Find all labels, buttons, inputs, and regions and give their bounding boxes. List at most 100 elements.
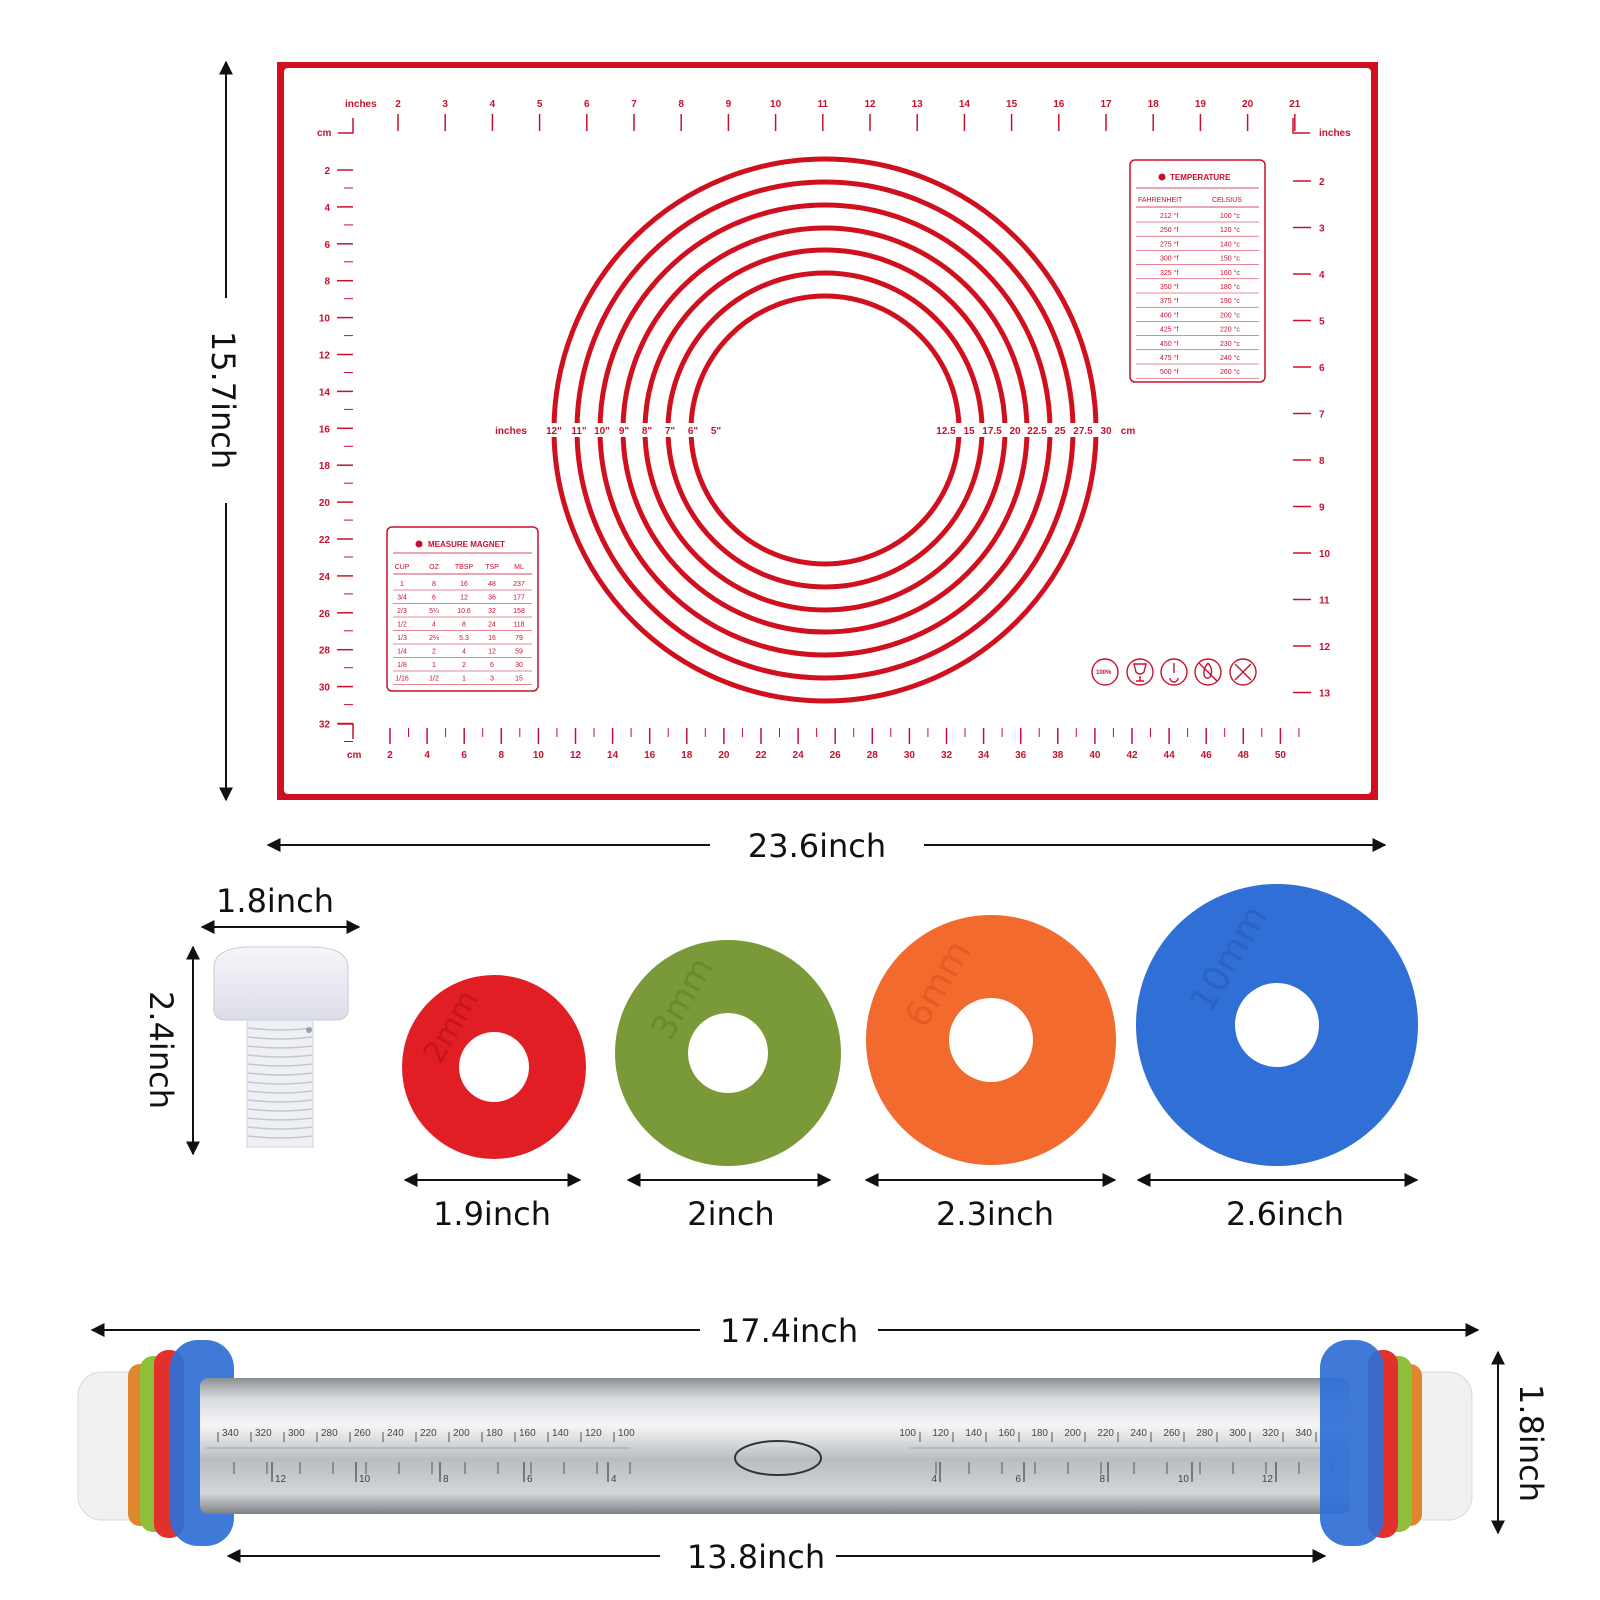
measure-cell: 1/2 xyxy=(429,676,439,683)
measure-cell: 32 xyxy=(488,608,496,615)
certification-icons: 100% xyxy=(1091,658,1257,686)
temp-celsius: 180 °c xyxy=(1220,283,1240,291)
thread-line xyxy=(247,1063,313,1067)
measure-cell: 16 xyxy=(488,635,496,642)
knob-head xyxy=(213,946,349,1021)
temp-celsius: 240 °c xyxy=(1220,354,1240,362)
temp-fahrenheit: 425 °f xyxy=(1160,326,1178,334)
measure-cell: 2/3 xyxy=(397,608,407,615)
svg-text:100%: 100% xyxy=(1096,670,1112,676)
measure-cell: 12 xyxy=(460,595,468,602)
circle-inch-label: 12" xyxy=(546,426,562,437)
bottom-ruler-label: 24 xyxy=(793,750,805,761)
right-ruler-label: 12 xyxy=(1319,642,1331,653)
pin-inch-label: 6 xyxy=(1015,1474,1021,1485)
mat-bottom-unit: cm xyxy=(347,750,362,761)
thread-line xyxy=(247,1135,313,1139)
mat-right-unit: inches xyxy=(1319,128,1351,139)
pin-mm-label: 200 xyxy=(453,1428,470,1439)
measure-cell: 8 xyxy=(462,622,466,629)
temp-fahrenheit: 450 °f xyxy=(1160,340,1178,348)
pin-mm-label: 220 xyxy=(1097,1428,1114,1439)
bottom-ruler-label: 44 xyxy=(1164,750,1176,761)
mat-left-unit: cm xyxy=(317,128,332,139)
ring-6mm-size: 2.3inch xyxy=(936,1195,1054,1233)
pin-center-logo xyxy=(734,1440,822,1476)
ring-10mm: 10mm 2.6inch xyxy=(1136,884,1419,1233)
temp-header-f: FAHRENHEIT xyxy=(1138,197,1183,204)
measure-header: CUP xyxy=(395,564,410,571)
top-ruler-label: 7 xyxy=(631,99,637,110)
temp-celsius: 200 °c xyxy=(1220,311,1240,319)
temp-fahrenheit: 375 °f xyxy=(1160,297,1178,305)
measure-cell: 3 xyxy=(490,676,494,683)
bottom-ruler-label: 28 xyxy=(867,750,879,761)
pin-inch-label: 4 xyxy=(931,1474,937,1485)
measure-cell: 1/16 xyxy=(395,676,409,683)
measure-cell: 30 xyxy=(515,662,523,669)
pin-mm-label: 140 xyxy=(965,1428,982,1439)
right-ruler-label: 7 xyxy=(1319,410,1325,421)
pin-mm-label: 100 xyxy=(618,1428,635,1439)
top-ruler-label: 14 xyxy=(959,99,971,110)
pin-mm-label: 240 xyxy=(1130,1428,1147,1439)
bottom-ruler-label: 20 xyxy=(718,750,730,761)
measure-cell: 8 xyxy=(432,581,436,588)
bottom-ruler-label: 34 xyxy=(978,750,990,761)
right-ruler-label: 2 xyxy=(1319,177,1325,188)
temp-celsius: 220 °c xyxy=(1220,326,1240,334)
measure-cell: 12 xyxy=(488,649,496,656)
measure-cell: 59 xyxy=(515,649,523,656)
bottom-ruler-label: 10 xyxy=(533,750,545,761)
pin-total-length-label: 17.4inch xyxy=(720,1312,858,1350)
no-knife-icon xyxy=(1229,658,1257,686)
right-ruler-label: 10 xyxy=(1319,549,1331,560)
measure-cell: 1/8 xyxy=(397,662,407,669)
ring-6mm: 6mm 2.3inch xyxy=(864,915,1117,1233)
thread-line xyxy=(247,1099,313,1103)
circle-inch-label: 11" xyxy=(571,426,587,437)
temp-celsius: 260 °c xyxy=(1220,368,1240,376)
left-ruler-label: 4 xyxy=(324,203,330,214)
measure-cell: 1 xyxy=(462,676,466,683)
ring-10mm-size: 2.6inch xyxy=(1226,1195,1344,1233)
top-ruler-label: 3 xyxy=(442,99,448,110)
bottom-ruler-label: 16 xyxy=(644,750,656,761)
right-ruler-label: 11 xyxy=(1319,596,1330,607)
measure-cell: 4 xyxy=(432,622,436,629)
left-ruler-label: 30 xyxy=(319,683,331,694)
temperature-bullet-icon xyxy=(1158,173,1166,181)
temp-celsius: 190 °c xyxy=(1220,297,1240,305)
top-ruler-label: 16 xyxy=(1053,99,1065,110)
pin-mm-label: 260 xyxy=(1163,1428,1180,1439)
ring-3mm-hole xyxy=(688,1013,768,1093)
pin-mm-label: 300 xyxy=(288,1428,305,1439)
top-ruler-label: 11 xyxy=(818,99,829,110)
circle-cm-label: 25 xyxy=(1054,426,1066,437)
temp-celsius: 230 °c xyxy=(1220,340,1240,348)
mat-top-unit: inches xyxy=(345,99,377,110)
knob-width-label: 1.8inch xyxy=(216,882,334,920)
temp-fahrenheit: 350 °f xyxy=(1160,283,1178,291)
pin-mm-label: 180 xyxy=(1031,1428,1048,1439)
right-ruler-label: 3 xyxy=(1319,224,1325,235)
bottom-ruler-label: 8 xyxy=(499,750,505,761)
ring-3mm: 3mm 2inch xyxy=(615,940,841,1233)
pin-mm-label: 120 xyxy=(932,1428,949,1439)
measure-cell: 3/4 xyxy=(397,595,407,602)
left-ruler-label: 22 xyxy=(319,535,331,546)
left-ruler-label: 14 xyxy=(319,387,331,398)
temp-fahrenheit: 500 °f xyxy=(1160,368,1178,376)
left-ruler-label: 10 xyxy=(319,314,331,325)
measure-cell: 6 xyxy=(432,595,436,602)
pin-mm-label: 300 xyxy=(1229,1428,1246,1439)
pin-inch-label: 4 xyxy=(611,1474,617,1485)
temp-fahrenheit: 475 °f xyxy=(1160,354,1178,362)
